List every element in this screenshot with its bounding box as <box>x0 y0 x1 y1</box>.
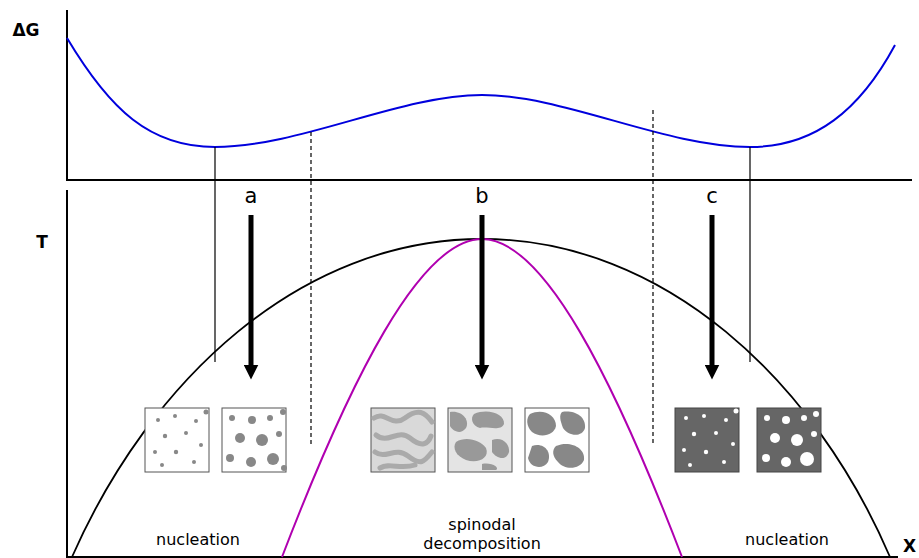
binodal-guide <box>749 147 750 362</box>
microstructure-c1 <box>675 408 739 472</box>
spinodal-guide <box>652 110 653 445</box>
temperature-axes <box>66 190 898 557</box>
axis-line <box>66 10 68 180</box>
region-label: nucleation <box>745 530 829 549</box>
axis-title: X <box>903 536 916 556</box>
microstructure-a1 <box>145 408 209 472</box>
microstructure-a2 <box>222 408 287 472</box>
microstructure-b1 <box>371 408 435 472</box>
binodal-guide <box>214 147 215 362</box>
process-letter: b <box>475 184 488 209</box>
guide-lines <box>215 110 750 445</box>
axis-line <box>66 179 912 181</box>
quench-arrow <box>480 215 485 372</box>
microstructure-c2 <box>757 408 821 472</box>
quench-arrow <box>710 215 715 372</box>
free-energy-curve <box>67 38 895 147</box>
axis-title: T <box>36 232 48 252</box>
microstructure-b2 <box>448 408 512 472</box>
axis-line <box>66 556 898 558</box>
free-energy-axes <box>66 10 912 180</box>
axis-line <box>66 190 68 557</box>
region-label: nucleation <box>156 530 240 549</box>
process-letter: a <box>245 184 258 209</box>
process-letter: c <box>706 184 718 209</box>
region-label: spinodal decomposition <box>422 515 542 553</box>
axis-title: ΔG <box>12 20 39 40</box>
microstructure-b3 <box>525 408 589 472</box>
spinodal-guide <box>310 132 311 445</box>
quench-arrow <box>249 215 254 372</box>
quench-arrows <box>251 215 712 372</box>
